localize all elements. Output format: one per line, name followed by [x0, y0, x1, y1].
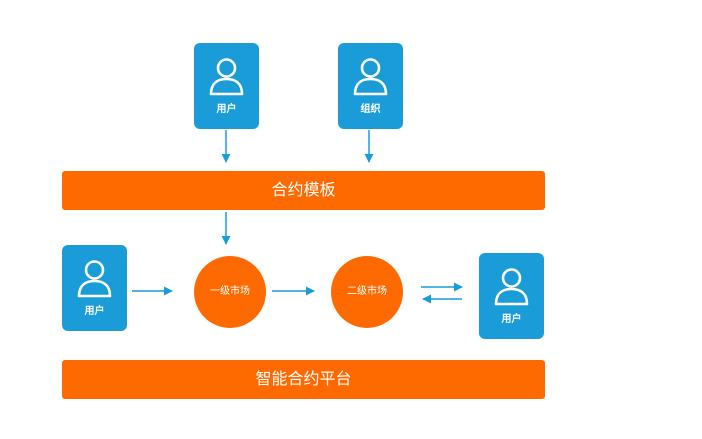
user-icon: [209, 58, 244, 96]
user-icon: [494, 268, 529, 306]
primary-market-node: 一级市场: [194, 256, 266, 328]
organization-card: 组织: [338, 43, 403, 129]
user-card-top-label: 用户: [216, 104, 237, 115]
organization-card-label: 组织: [360, 104, 381, 115]
contract-template-bar: 合约模板: [62, 171, 545, 210]
user-card-top: 用户: [194, 43, 259, 129]
user-card-right-label: 用户: [501, 314, 522, 325]
user-card-left-label: 用户: [84, 306, 105, 317]
user-icon: [353, 58, 388, 96]
user-icon: [77, 260, 112, 298]
secondary-market-node: 二级市场: [331, 256, 403, 328]
user-card-right: 用户: [479, 253, 544, 339]
smart-contract-platform-bar: 智能合约平台: [62, 360, 545, 399]
user-card-left: 用户: [62, 245, 127, 331]
